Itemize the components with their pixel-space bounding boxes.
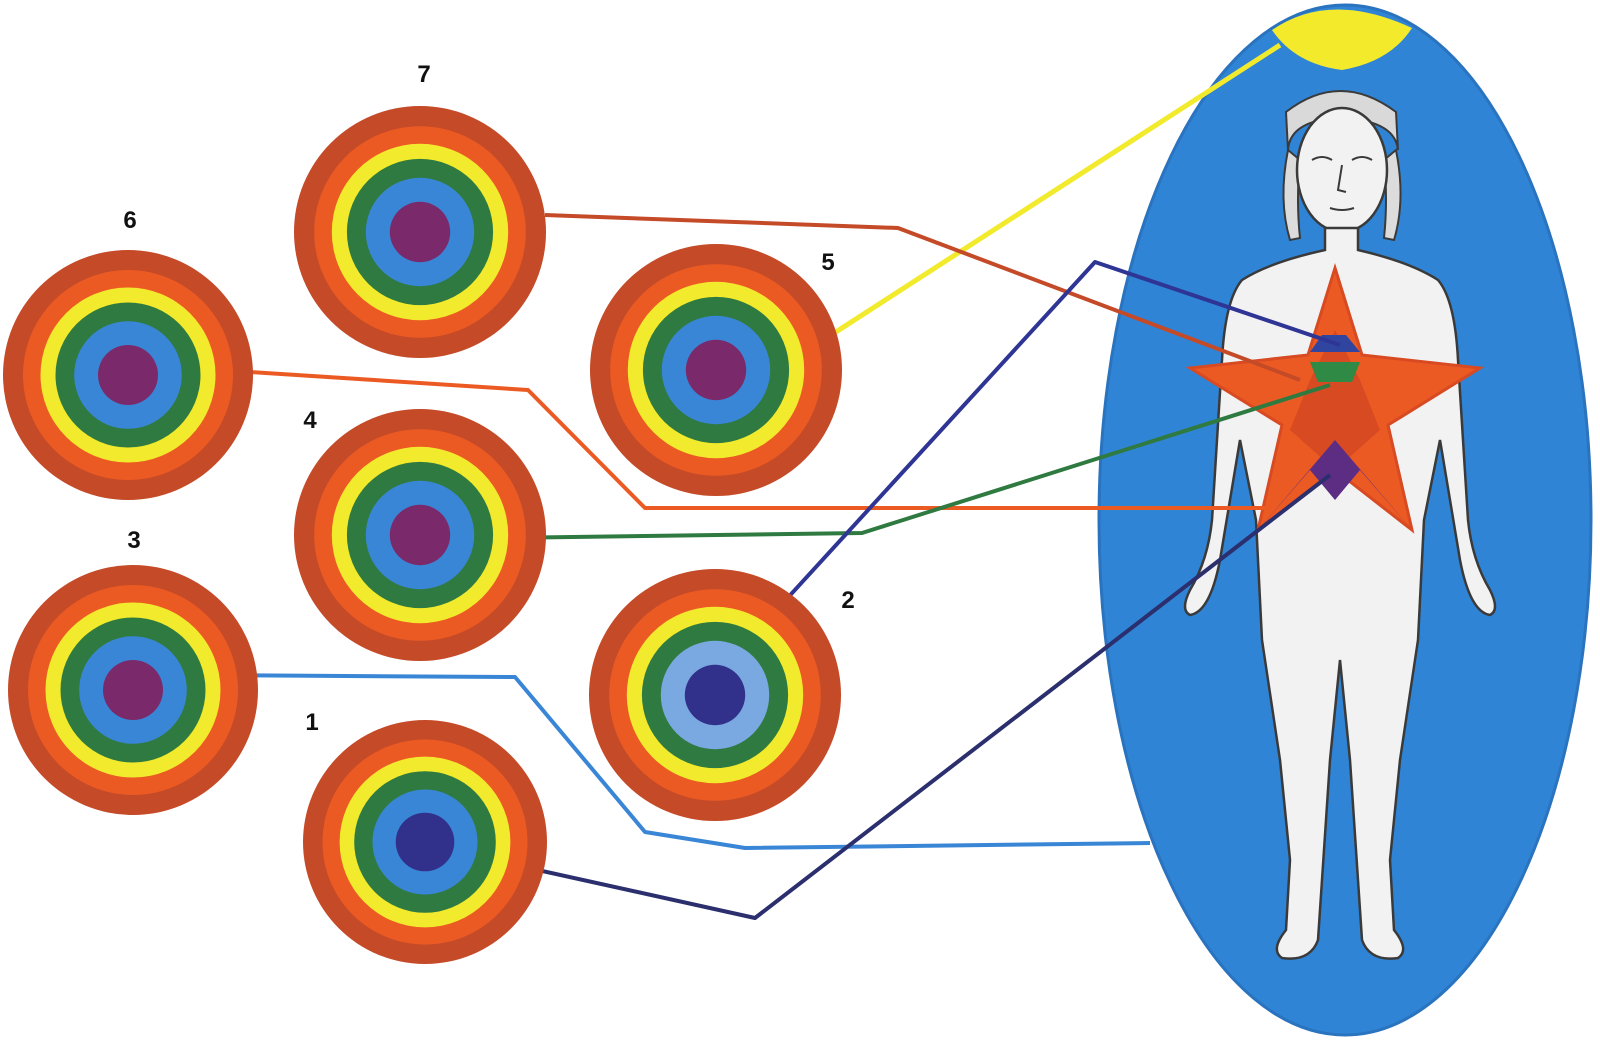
center-2-ring-6 [684,664,746,726]
center-6-label: 6 [123,207,136,234]
center-7: 7 [294,61,546,358]
center-3: 3 [8,527,258,815]
face-nose-mouth [1329,164,1355,211]
star-purple-wedge [1258,440,1412,530]
center-1-ring-6 [395,812,455,872]
connector-line-7 [544,213,1301,382]
connector-line-4 [499,383,1331,540]
figure-group [1097,3,1593,1037]
center-5: 5 [590,244,842,496]
center-7-label: 7 [417,61,430,88]
center-5-label: 5 [821,249,834,276]
crown-cap [1272,9,1412,70]
center-6: 6 [3,207,253,500]
center-2-label: 2 [841,587,854,614]
center-2: 2 [589,569,855,821]
hair [1284,90,1399,151]
connector-line-5 [806,42,1282,353]
star-green-band [1310,362,1360,382]
chest-star [1185,262,1485,534]
center-1-label: 1 [305,709,318,736]
face-eyes [1311,156,1373,161]
connector-line-6 [249,370,1268,510]
center-3-label: 3 [127,527,140,554]
center-5-ring-6 [685,339,747,401]
center-4-label: 4 [303,407,317,434]
center-3-ring-6 [103,660,163,720]
star-inner [1290,330,1380,470]
center-6-ring-6 [98,345,158,405]
connector-lines [184,42,1341,920]
connector-line-3 [184,673,1151,850]
center-1: 1 [303,709,547,964]
center-7-ring-6 [389,201,451,263]
center-4-ring-6 [389,504,451,566]
connector-line-1 [469,473,1332,920]
center-4: 4 [294,407,546,661]
connector-line-2 [738,260,1341,652]
